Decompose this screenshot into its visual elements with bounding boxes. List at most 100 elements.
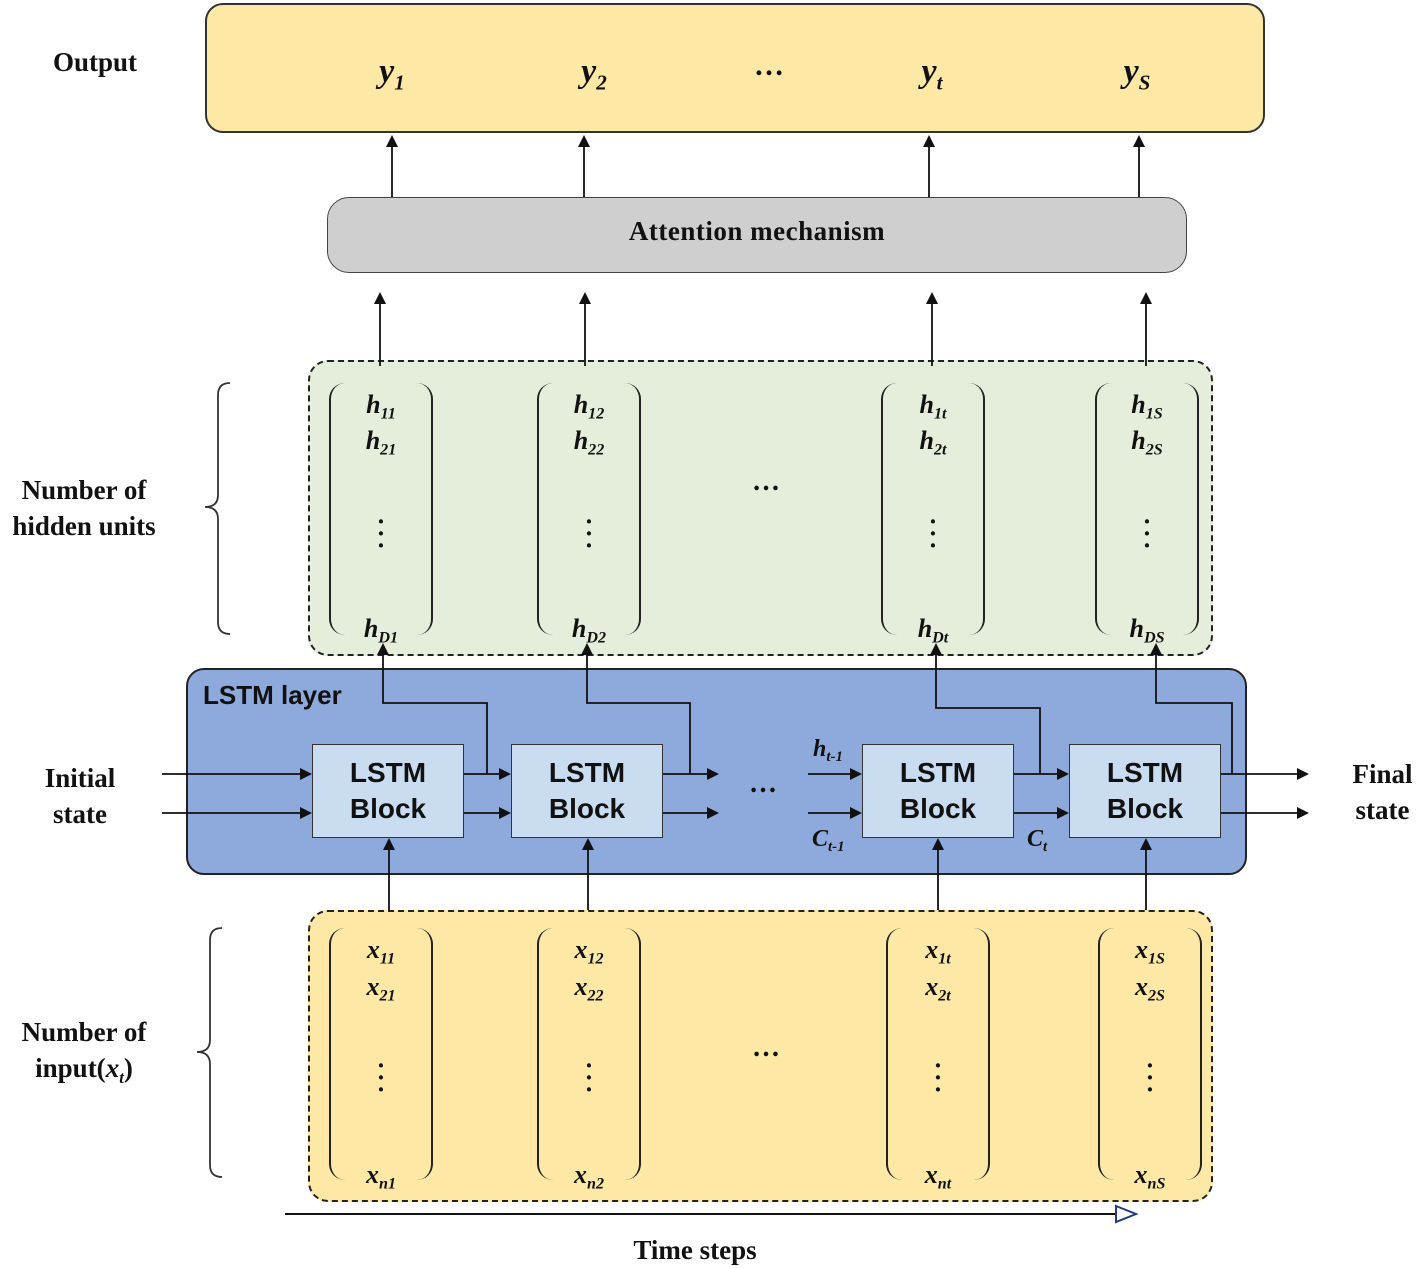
lstm-block-1-line2: Block xyxy=(349,793,427,824)
hidden-units-brace xyxy=(204,382,231,635)
input-col-3-top: x1t xyxy=(898,935,978,975)
lstm-ellipsis: … xyxy=(749,768,777,799)
input-col-3-bottom: xnt xyxy=(898,1160,978,1200)
hidden-col-1-second-sub: 21 xyxy=(380,441,397,459)
hidden-col-3-right-paren xyxy=(959,383,985,635)
input-col-3-left-paren xyxy=(886,928,912,1180)
hidden-col-1-second-base: h xyxy=(365,426,381,455)
hidden-col-2-vdots: ··· xyxy=(584,507,594,560)
input-col-2-vdots: ··· xyxy=(584,1051,594,1104)
hidden-col-2-bottom-base: h xyxy=(571,614,587,643)
hidden-col-3-bottom: hDt xyxy=(893,614,973,654)
input-box xyxy=(308,910,1213,1202)
output-cell-1: y1 xyxy=(379,53,405,95)
input-col-2-second: x22 xyxy=(549,972,629,1012)
input-col-2-bottom-base: x xyxy=(573,1160,587,1189)
input-col-3-right-paren xyxy=(964,928,990,1180)
input-col-4-second-sub: 2S xyxy=(1147,987,1165,1005)
lstm-block-s: LSTM Block xyxy=(1069,744,1221,838)
hidden-col-2-top: h12 xyxy=(549,390,629,430)
input-col-1-top-sub: 11 xyxy=(379,950,396,968)
hidden-col-2-left-paren xyxy=(537,383,563,635)
output-cell-2: y2 xyxy=(581,53,607,95)
hidden-col-3-bottom-sub: Dt xyxy=(932,629,949,647)
final-state-line2: state xyxy=(1355,795,1410,825)
hidden-col-4-bottom-base: h xyxy=(1129,614,1144,643)
input-col-2-bottom-sub: n2 xyxy=(586,1175,604,1193)
final-state-label: Final state xyxy=(1335,756,1417,828)
attention-label: Attention mechanism xyxy=(628,216,886,246)
hidden-units-box xyxy=(308,360,1213,656)
hidden-col-3-second-sub: 2t xyxy=(933,441,947,459)
input-col-2-second-sub: 22 xyxy=(587,987,604,1005)
hidden-col-2-bottom-sub: D2 xyxy=(586,629,607,647)
lstm-block-1-line1: LSTM xyxy=(349,757,427,788)
hidden-col-4-bottom: hDS xyxy=(1107,614,1187,654)
output-box: y1 y2 … yt yS xyxy=(205,3,1265,133)
initial-state-line1: Initial xyxy=(44,763,116,793)
hidden-col-3-bottom-base: h xyxy=(917,614,933,643)
hidden-col-4-second-base: h xyxy=(1131,426,1146,455)
input-col-2-top: x12 xyxy=(549,935,629,975)
input-col-1-right-paren xyxy=(407,928,433,1180)
input-col-3-vdots: ··· xyxy=(933,1051,943,1104)
lstm-block-s-line1: LSTM xyxy=(1106,757,1184,788)
output-cell-t: yt xyxy=(921,53,943,95)
hidden-col-2-bottom: hD2 xyxy=(549,614,629,654)
input-col-2-right-paren xyxy=(615,928,641,1180)
hidden-col-1-top: h11 xyxy=(341,390,421,430)
hidden-col-1-vdots: ··· xyxy=(376,507,386,560)
hidden-col-3-second: h2t xyxy=(893,426,973,466)
input-col-3-second: x2t xyxy=(898,972,978,1012)
input-col-1-top-base: x xyxy=(366,935,380,964)
hidden-col-3-left-paren xyxy=(881,383,907,635)
input-col-4-bottom-base: x xyxy=(1134,1160,1148,1189)
input-col-4-top-base: x xyxy=(1134,935,1148,964)
input-col-1-bottom: xn1 xyxy=(341,1160,421,1200)
lstm-block-2-line1: LSTM xyxy=(548,757,626,788)
output-cell-ellipsis: … xyxy=(754,49,784,82)
hidden-col-2-second-base: h xyxy=(573,426,589,455)
lstm-block-1: LSTM Block xyxy=(312,744,464,838)
lstm-block-t: LSTM Block xyxy=(862,744,1014,838)
lstm-block-t-line1: LSTM xyxy=(899,757,977,788)
hidden-col-2-second-sub: 22 xyxy=(588,441,605,459)
input-col-4-bottom-sub: nS xyxy=(1147,1175,1166,1193)
hidden-col-3-top-base: h xyxy=(919,390,934,419)
c-prev-label: Ct-1 xyxy=(812,826,845,856)
input-ellipsis: … xyxy=(752,1032,780,1063)
lstm-block-2-line2: Block xyxy=(548,793,626,824)
hidden-col-4-top-sub: 1S xyxy=(1145,405,1163,423)
input-col-2-top-base: x xyxy=(574,935,588,964)
hidden-col-3-top-sub: 1t xyxy=(933,405,947,423)
input-col-1-top: x11 xyxy=(341,935,421,975)
hidden-col-4-right-paren xyxy=(1173,383,1199,635)
hidden-col-4-second: h2S xyxy=(1107,426,1187,466)
input-col-1-vdots: ··· xyxy=(376,1051,386,1104)
input-label-line1: Number of xyxy=(21,1017,147,1047)
input-col-4-right-paren xyxy=(1176,928,1202,1180)
hidden-col-1-top-base: h xyxy=(366,390,381,419)
hidden-col-4-top: h1S xyxy=(1107,390,1187,430)
hidden-col-4-second-sub: 2S xyxy=(1145,441,1163,459)
h-prev-label: ht-1 xyxy=(813,736,843,766)
hidden-col-4-left-paren xyxy=(1095,383,1121,635)
hidden-col-2-top-sub: 12 xyxy=(588,405,605,423)
lstm-block-t-line2: Block xyxy=(899,793,977,824)
hidden-col-1-bottom-base: h xyxy=(363,614,379,643)
input-col-1-left-paren xyxy=(329,928,355,1180)
output-label: Output xyxy=(52,47,138,77)
hidden-col-4-top-base: h xyxy=(1131,390,1146,419)
input-col-1-bottom-sub: n1 xyxy=(378,1175,396,1193)
hidden-col-2-second: h22 xyxy=(549,426,629,466)
hidden-col-3-second-base: h xyxy=(919,426,934,455)
attention-box: Attention mechanism xyxy=(327,197,1187,273)
hidden-col-1-left-paren xyxy=(329,383,355,635)
input-col-4-second-base: x xyxy=(1134,972,1148,1001)
output-cell-s: yS xyxy=(1123,53,1151,95)
hidden-col-3-top: h1t xyxy=(893,390,973,430)
input-col-4-left-paren xyxy=(1098,928,1124,1180)
input-col-4-top-sub: 1S xyxy=(1147,950,1165,968)
input-col-4-second: x2S xyxy=(1110,972,1190,1012)
